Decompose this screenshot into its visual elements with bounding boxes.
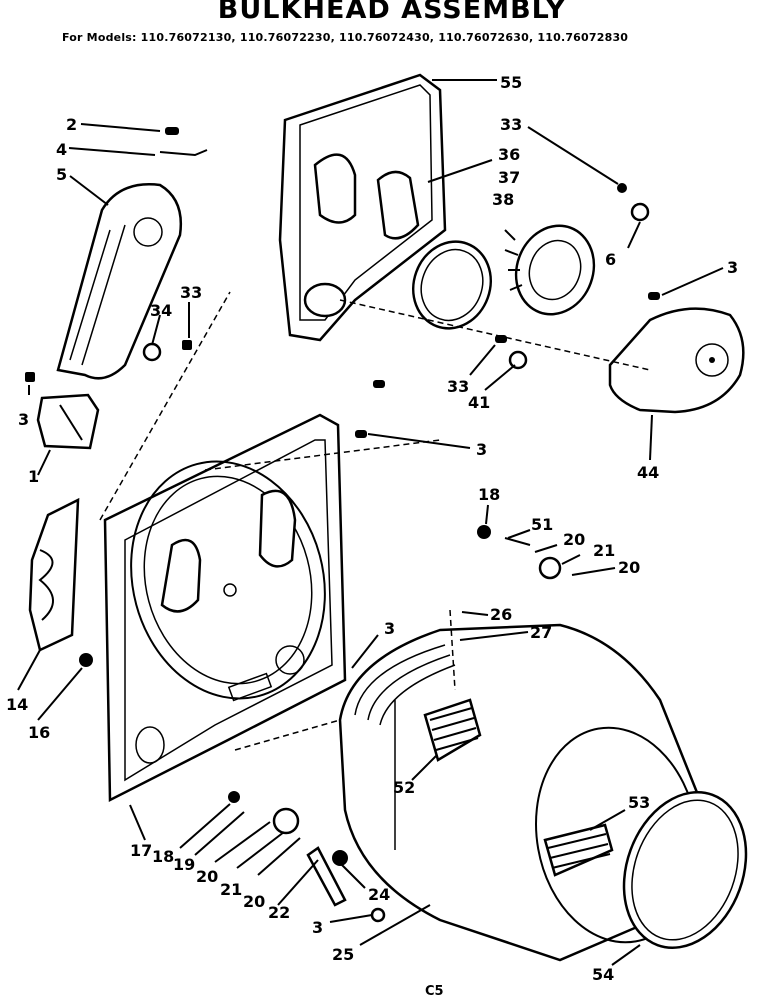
callout-4: 4 <box>56 140 67 159</box>
callout-14: 14 <box>6 695 28 714</box>
callout-16: 16 <box>28 723 50 742</box>
callout-38: 38 <box>492 190 514 209</box>
small-hardware-upper <box>159 127 660 438</box>
callout-3: 3 <box>312 918 323 937</box>
leader-lines <box>17 79 724 966</box>
callout-37: 37 <box>498 168 520 187</box>
callout-20: 20 <box>563 530 585 549</box>
callout-17: 17 <box>130 841 152 860</box>
callout-33: 33 <box>180 283 202 302</box>
callout-41: 41 <box>468 393 490 412</box>
callout-20: 20 <box>618 558 640 577</box>
callout-3: 3 <box>384 619 395 638</box>
plug-16 <box>79 653 93 667</box>
callout-20: 20 <box>196 867 218 886</box>
callout-20: 20 <box>243 892 265 911</box>
drum-baffle-52 <box>423 698 482 762</box>
callout-52: 52 <box>393 778 415 797</box>
callout-18: 18 <box>152 847 174 866</box>
callout-3: 3 <box>476 440 487 459</box>
callout-3: 3 <box>18 410 29 429</box>
callout-34: 34 <box>150 301 172 320</box>
drum-seal-54 <box>622 791 748 949</box>
footer-code: C5 <box>425 984 444 999</box>
callout-24: 24 <box>368 885 390 904</box>
model-numbers: For Models: 110.76072130, 110.76072230, … <box>62 31 629 44</box>
callout-55: 55 <box>500 73 522 92</box>
wire-harness-14 <box>28 497 80 652</box>
gasket-36 <box>376 170 420 240</box>
callout-22: 22 <box>268 903 290 922</box>
callout-44: 44 <box>637 463 659 482</box>
callout-21: 21 <box>593 541 615 560</box>
callout-33: 33 <box>500 115 522 134</box>
front-bulkhead-panel-17 <box>103 413 347 803</box>
callout-5: 5 <box>56 165 67 184</box>
callout-3: 3 <box>727 258 738 277</box>
callout-51: 51 <box>531 515 553 534</box>
support-bracket-5 <box>56 183 183 380</box>
idler-parts <box>25 340 192 450</box>
callout-25: 25 <box>332 945 354 964</box>
callout-36: 36 <box>498 145 520 164</box>
drum-baffle-53 <box>543 823 614 877</box>
callout-54: 54 <box>592 965 614 984</box>
blower-wheel-37 <box>504 224 596 316</box>
callout-53: 53 <box>628 793 650 812</box>
callout-2: 2 <box>66 115 77 134</box>
callout-27: 27 <box>530 623 552 642</box>
drum-25 <box>338 623 702 962</box>
callout-26: 26 <box>490 605 512 624</box>
blower-housing-44 <box>608 307 745 414</box>
callout-19: 19 <box>173 855 195 874</box>
seal-ring-38 <box>412 240 492 330</box>
upper-bulkhead-part <box>278 73 447 342</box>
callout-21: 21 <box>220 880 242 899</box>
callout-18: 18 <box>478 485 500 504</box>
diagram-title: BULKHEAD ASSEMBLY <box>217 0 567 25</box>
callout-33: 33 <box>447 377 469 396</box>
callout-labels: 55 33 36 37 38 2 4 5 3 33 34 3 1 6 33 41… <box>6 73 738 999</box>
callout-1: 1 <box>28 467 39 486</box>
callout-6: 6 <box>605 250 616 269</box>
